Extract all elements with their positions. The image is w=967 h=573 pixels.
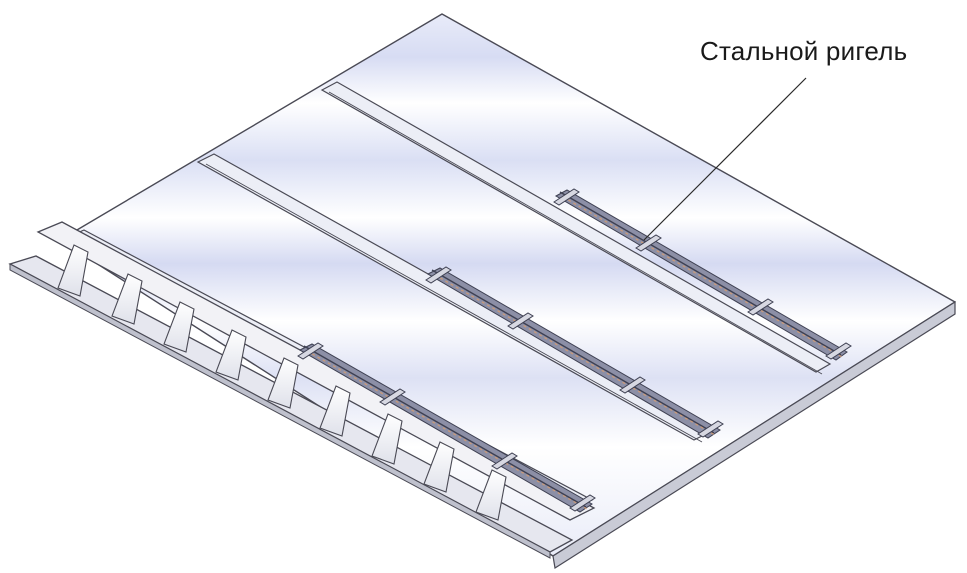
floor-slab [59,13,956,569]
girder-cross-plate [297,342,324,360]
stiffener-rib [163,301,195,353]
steel-girder-middle [425,266,724,439]
stiffener-rib [423,441,455,493]
girder-cross-plate [491,452,518,470]
girder-top-rail [303,345,587,508]
stiffener-rib [319,385,351,437]
girder-cross-plate [379,388,406,406]
stiffener-rib [215,329,247,381]
girder-cross-plate [697,420,724,438]
steel-girders [297,188,852,513]
stiffener-rib [57,244,89,297]
joint-strip-rear [320,81,832,373]
callout-label: Стальной ригель [700,36,908,66]
girder-cross-plate [825,342,852,360]
joint-strip-middle-edge [205,163,703,443]
girder-cross-plate [635,234,662,252]
stiffener-rib [111,273,143,325]
edge-beam-bottom-flange-side [9,263,551,559]
girder-top-rail [431,269,715,434]
girder-cross-plate [569,494,596,512]
stiffener-rib [475,469,507,521]
joint-strip-rear-edge [328,91,823,375]
girder-top-rail [559,191,842,356]
stiffener-rib [371,413,403,465]
steel-girder-front [297,342,596,513]
girder-cross-plate [553,188,580,206]
edge-beam [8,221,596,559]
slab-front-edge [552,300,956,569]
stiffener-ribs [57,244,507,521]
callout-leader-line [643,77,807,241]
girder-cross-plate [425,266,452,284]
girder-cross-plate [619,376,646,394]
girder-cross-plate [507,312,534,330]
steel-girder-rear [553,188,852,361]
girder-cross-plate [747,298,774,316]
stiffener-rib [267,357,299,409]
